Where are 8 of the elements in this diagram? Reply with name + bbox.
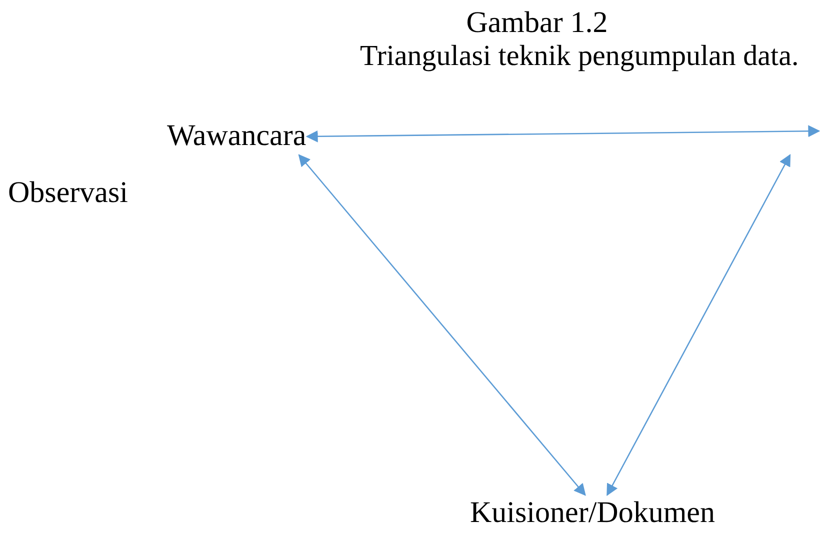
node-label: Kuisioner/Dokumen [470, 496, 715, 530]
figure-title: Gambar 1.2 [465, 6, 609, 40]
node-label: Wawancara [167, 119, 306, 154]
double-arrow [606, 154, 791, 496]
figure-caption: Triangulasi teknik pengumpulan data. [360, 40, 799, 74]
node-label: Observasi [8, 176, 128, 210]
double-arrow [306, 125, 820, 142]
double-arrow [298, 154, 586, 496]
